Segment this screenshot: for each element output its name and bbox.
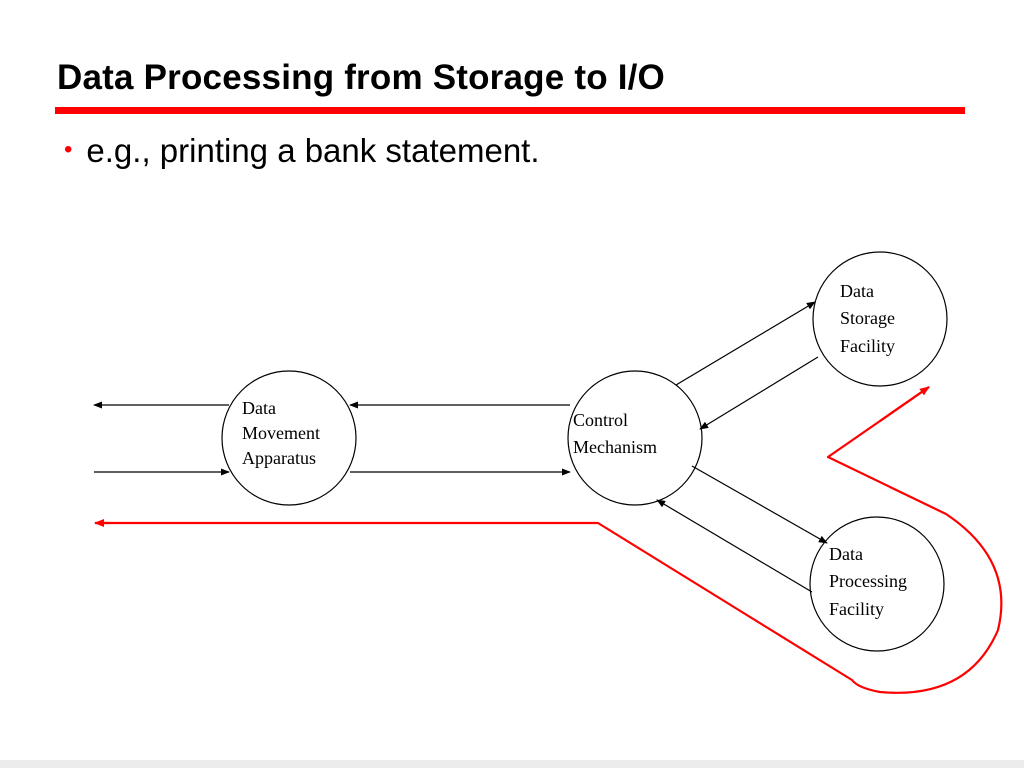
node-label-line: Movement [242,423,320,443]
node-label-line: Data [242,398,276,418]
arrow-processing-to-control [656,499,813,593]
node-label-processing: Data Processing Facility [829,544,912,619]
node-label-line: Data [840,281,874,301]
node-data-movement-apparatus [221,370,357,506]
arrow-control-to-storage [675,301,816,386]
node-label-storage: Data Storage Facility [840,281,899,356]
bullet-text: e.g., printing a bank statement. [86,132,540,169]
node-label-line: Control [573,410,628,430]
bullet-dot-icon: • [64,136,73,163]
node-label-line: Apparatus [242,448,316,468]
slide-title: Data Processing from Storage to I/O [57,58,665,97]
node-label-line: Storage [840,308,895,328]
node-data-storage-facility [812,251,948,387]
red-arrowhead-storage-entry [879,386,930,422]
node-label-line: Facility [840,336,895,356]
footer-strip [0,760,1024,768]
node-label-movement: Data Movement Apparatus [242,398,325,468]
node-label-line: Facility [829,599,884,619]
node-label-control: Control Mechanism [573,410,657,457]
arrow-storage-to-control [699,356,819,430]
node-label-line: Mechanism [573,437,657,457]
node-label-line: Data [829,544,863,564]
arrow-control-to-processing [691,465,828,544]
title-underline [55,107,965,114]
node-data-processing-facility [809,516,945,652]
node-control-mechanism [567,370,703,506]
bullet-item: • e.g., printing a bank statement. [64,132,540,170]
node-label-line: Processing [829,571,907,591]
red-flow-path [96,386,1003,694]
